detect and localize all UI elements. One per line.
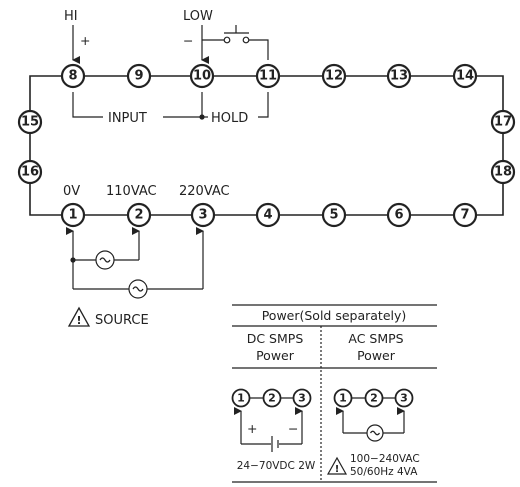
low-minus-sign: − bbox=[183, 33, 193, 48]
terminal-5-number: 5 bbox=[329, 208, 338, 223]
ac-terminal-1-number: 1 bbox=[339, 392, 347, 405]
v110-label: 110VAC bbox=[106, 184, 157, 199]
dc-terminal-3-number: 3 bbox=[298, 392, 306, 405]
ac-terminals: 1 2 3 bbox=[333, 388, 414, 408]
dc-terminal-3: 3 bbox=[292, 388, 312, 408]
terminal-11: 11 bbox=[255, 63, 281, 89]
terminal-9-number: 9 bbox=[134, 69, 143, 84]
dc-terminal-1: 1 bbox=[231, 388, 251, 408]
svg-text:!: ! bbox=[335, 464, 340, 475]
terminal-10: 10 bbox=[189, 63, 215, 89]
terminal-6-number: 6 bbox=[394, 208, 403, 223]
terminal-17-number: 17 bbox=[494, 115, 512, 130]
terminal-3-number: 3 bbox=[198, 208, 207, 223]
ac-header-line1: AC SMPS bbox=[348, 331, 403, 346]
terminal-1-number: 1 bbox=[68, 208, 77, 223]
hi-label: HI bbox=[64, 9, 78, 24]
terminal-8: 8 bbox=[60, 63, 86, 89]
dc-terminal-2: 2 bbox=[262, 388, 282, 408]
svg-text:!: ! bbox=[76, 314, 81, 327]
dc-minus-sign: − bbox=[288, 421, 298, 436]
input-hold-bracket bbox=[72, 92, 269, 120]
warning-icon: ! bbox=[67, 306, 91, 327]
dc-terminal-1-number: 1 bbox=[237, 392, 245, 405]
ac-spec-line2: 50/60Hz 4VA bbox=[350, 466, 418, 478]
source-label: SOURCE bbox=[95, 313, 149, 328]
terminal-5: 5 bbox=[321, 202, 347, 228]
terminal-6: 6 bbox=[386, 202, 412, 228]
terminal-17: 17 bbox=[490, 109, 516, 135]
ac-terminal-3-number: 3 bbox=[400, 392, 408, 405]
terminal-4: 4 bbox=[255, 202, 281, 228]
terminal-loop-wiring bbox=[29, 75, 504, 216]
terminal-2-number: 2 bbox=[134, 208, 143, 223]
power-box bbox=[232, 304, 437, 483]
source-wiring bbox=[66, 227, 204, 290]
dc-terminals: 1 2 3 bbox=[231, 388, 312, 408]
ac-terminal-2: 2 bbox=[364, 388, 384, 408]
ac-source-220-icon bbox=[128, 279, 148, 299]
hold-switch bbox=[202, 25, 269, 60]
ac-spec-line1: 100−240VAC bbox=[350, 453, 420, 465]
ac-smps-source-icon bbox=[366, 424, 384, 442]
terminal-16: 16 bbox=[17, 159, 43, 185]
terminal-12-number: 12 bbox=[325, 69, 343, 84]
terminal-9: 9 bbox=[126, 63, 152, 89]
v220-label: 220VAC bbox=[179, 184, 230, 199]
ac-terminal-3: 3 bbox=[394, 388, 414, 408]
dc-plus-sign: + bbox=[247, 421, 257, 436]
terminal-15-number: 15 bbox=[21, 115, 39, 130]
dc-header-line1: DC SMPS bbox=[247, 331, 304, 346]
terminal-15: 15 bbox=[17, 109, 43, 135]
terminal-12: 12 bbox=[321, 63, 347, 89]
dc-spec: 24−70VDC 2W bbox=[237, 460, 316, 472]
terminal-14: 14 bbox=[452, 63, 478, 89]
terminal-18-number: 18 bbox=[494, 165, 512, 180]
dc-terminal-2-number: 2 bbox=[268, 392, 276, 405]
terminal-3: 3 bbox=[190, 202, 216, 228]
terminal-18: 18 bbox=[490, 159, 516, 185]
terminal-11-number: 11 bbox=[259, 69, 277, 84]
terminal-2: 2 bbox=[126, 202, 152, 228]
low-label: LOW bbox=[183, 9, 213, 24]
terminal-1: 1 bbox=[60, 202, 86, 228]
ac-header-line2: Power bbox=[357, 348, 396, 363]
terminal-4-number: 4 bbox=[263, 208, 272, 223]
hi-plus-sign: + bbox=[80, 33, 90, 48]
terminal-14-number: 14 bbox=[456, 69, 474, 84]
dc-header-line2: Power bbox=[256, 348, 295, 363]
ac-terminal-1: 1 bbox=[333, 388, 353, 408]
input-label: INPUT bbox=[108, 111, 147, 126]
power-box-title: Power(Sold separately) bbox=[262, 308, 407, 323]
terminal-13: 13 bbox=[386, 63, 412, 89]
terminal-8-number: 8 bbox=[68, 69, 77, 84]
terminal-10-number: 10 bbox=[193, 69, 211, 84]
terminal-13-number: 13 bbox=[390, 69, 408, 84]
zero-v-label: 0V bbox=[63, 184, 80, 199]
ac-terminal-2-number: 2 bbox=[370, 392, 378, 405]
hold-label: HOLD bbox=[211, 111, 248, 126]
terminal-7: 7 bbox=[452, 202, 478, 228]
ac-source-110-icon bbox=[95, 250, 115, 270]
ac-warning-icon: ! bbox=[326, 456, 348, 475]
terminal-7-number: 7 bbox=[460, 208, 469, 223]
terminal-16-number: 16 bbox=[21, 165, 39, 180]
